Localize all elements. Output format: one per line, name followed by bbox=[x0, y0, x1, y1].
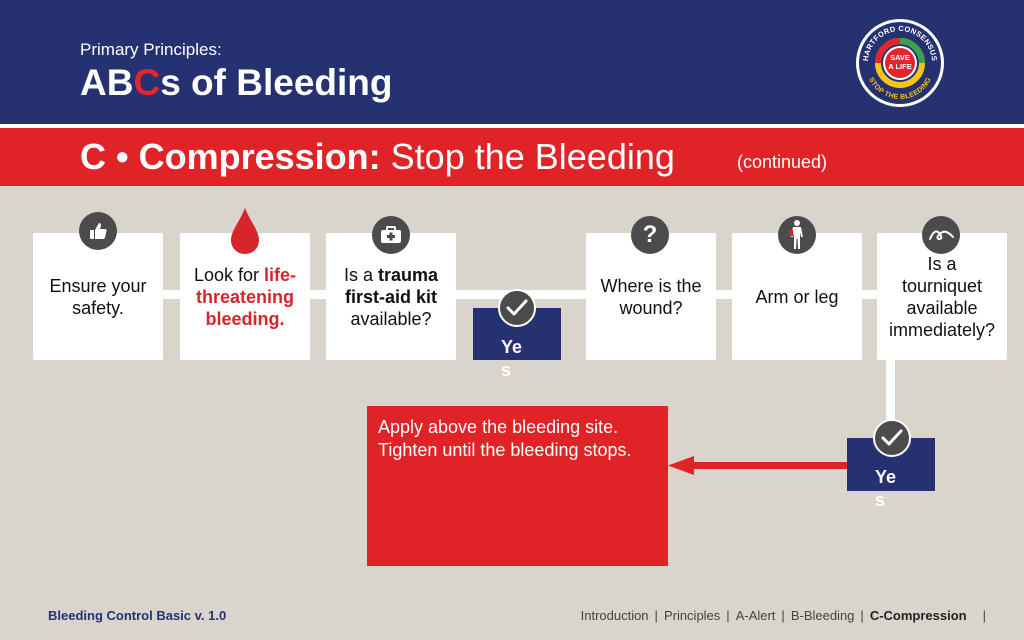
step-kit-text: Is a trauma first-aid kit available? bbox=[338, 264, 444, 330]
logo-center-line1: SAVE bbox=[890, 53, 910, 62]
nav-link-introduction[interactable]: Introduction bbox=[580, 608, 649, 623]
nav-separator: | bbox=[654, 608, 658, 623]
yes-label-tourniquet-line1: Ye bbox=[875, 467, 897, 487]
nav-separator: | bbox=[860, 608, 864, 623]
question-mark-icon: ? bbox=[631, 216, 669, 254]
blood-drop-icon bbox=[231, 208, 259, 254]
step-tourniquet-text: Is a tourniquet available immediately? bbox=[888, 253, 996, 340]
nav-link-b-bleeding[interactable]: B-Bleeding bbox=[790, 608, 855, 623]
tourniquet-instructions: Apply above the bleeding site. Tighten u… bbox=[367, 406, 668, 566]
banner-title-regular: Stop the Bleeding bbox=[390, 136, 675, 177]
flow-connector-vertical bbox=[886, 358, 895, 442]
section-banner: C • Compression: Stop the Bleeding (cont… bbox=[0, 128, 1024, 186]
nav-separator: | bbox=[982, 608, 986, 623]
step-card-tourniquet: Is a tourniquet available immediately? bbox=[877, 233, 1007, 360]
step-wound-text: Where is the wound? bbox=[600, 275, 702, 318]
step-safety-text: Ensure your safety. bbox=[49, 275, 147, 318]
checkmark-icon bbox=[498, 289, 536, 327]
step-bleeding-text: Look for life-threatening bleeding. bbox=[188, 264, 302, 330]
logo-center-line2: A LIFE bbox=[888, 62, 911, 71]
step-limb-text: Arm or leg bbox=[755, 286, 839, 307]
banner-title-bold: C • Compression: bbox=[80, 136, 381, 177]
course-version: Bleeding Control Basic v. 1.0 bbox=[48, 608, 227, 623]
footer-navigation: Introduction | Principles | A-Alert | B-Bleedi… bbox=[581, 608, 992, 623]
header-divider bbox=[0, 124, 1024, 128]
yes-label-kit-line1: Ye bbox=[501, 337, 523, 357]
title-ab: AB bbox=[80, 62, 134, 103]
step-card-bleeding: Look for life-threatening bleeding. bbox=[180, 233, 310, 360]
step-card-wound: Where is the wound? bbox=[586, 233, 716, 360]
checkmark-icon bbox=[873, 419, 911, 457]
title-c: C bbox=[133, 62, 161, 103]
title-rest: s of Bleeding bbox=[160, 62, 393, 103]
step-kit-pre: Is a bbox=[343, 264, 378, 285]
banner-suffix: (continued) bbox=[737, 152, 828, 172]
hartford-consensus-logo: HARTFORD CONSENSUS STOP THE BLEEDING SAV… bbox=[856, 19, 944, 107]
nav-link-c-compression[interactable]: C-Compression bbox=[869, 608, 967, 623]
yes-label-kit-line2: s bbox=[501, 360, 512, 380]
body-figure-icon bbox=[778, 216, 816, 254]
step-bleeding-highlight: life-threatening bleeding. bbox=[195, 264, 297, 329]
step-card-limb: Arm or leg bbox=[732, 233, 862, 360]
instruction-item: Apply above the bleeding site. bbox=[378, 417, 619, 437]
step-kit-bold: trauma first-aid kit bbox=[344, 264, 439, 307]
header-kicker: Primary Principles: bbox=[80, 40, 222, 59]
yes-label-tourniquet-line2: s bbox=[875, 490, 886, 510]
nav-link-a-alert[interactable]: A-Alert bbox=[735, 608, 776, 623]
page-title: ABCs of Bleeding bbox=[80, 62, 393, 104]
question-mark-glyph: ? bbox=[642, 221, 658, 248]
thumbs-up-icon bbox=[79, 212, 117, 250]
banner-title: C • Compression: Stop the Bleeding bbox=[80, 136, 675, 178]
flow-arrow-left-icon bbox=[668, 456, 850, 475]
nav-separator: | bbox=[781, 608, 785, 623]
step-card-safety: Ensure your safety. bbox=[33, 233, 163, 360]
header-bar: Primary Principles: ABCs of Bleeding HAR… bbox=[0, 0, 1024, 124]
step-card-kit: Is a trauma first-aid kit available? bbox=[326, 233, 456, 360]
instruction-item: Tighten until the bleeding stops. bbox=[378, 440, 632, 460]
nav-separator: | bbox=[726, 608, 730, 623]
step-kit-post: available? bbox=[350, 308, 432, 329]
step-bleeding-pre: Look for bbox=[193, 264, 265, 285]
first-aid-kit-icon bbox=[372, 216, 410, 254]
tourniquet-icon bbox=[922, 216, 960, 254]
nav-link-principles[interactable]: Principles bbox=[663, 608, 721, 623]
